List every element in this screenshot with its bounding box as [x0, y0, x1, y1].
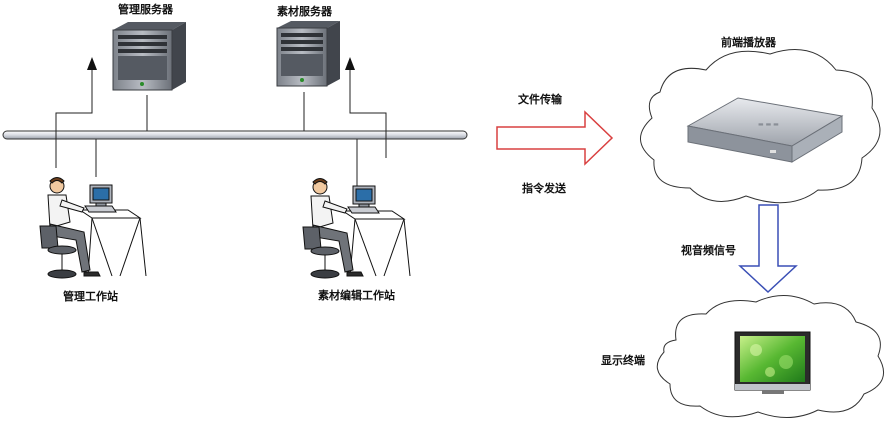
transfer-arrow-icon	[496, 110, 614, 166]
up-arrow-icon	[87, 57, 97, 70]
front-player-label: 前端播放器	[721, 36, 776, 49]
signal-arrow-icon	[738, 204, 798, 294]
svg-text:▬ ▬ ▬: ▬ ▬ ▬	[758, 121, 779, 128]
command-send-label: 指令发送	[522, 182, 566, 195]
up-arrow-icon	[345, 57, 355, 70]
file-transfer-label: 文件传输	[518, 93, 562, 106]
edit-workstation-label: 素材编辑工作站	[318, 289, 395, 302]
edit-workstation-icon	[302, 178, 411, 279]
mgmt-workstation-icon	[39, 177, 147, 279]
network-bus	[2, 130, 468, 140]
mgmt-server-label: 管理服务器	[118, 3, 173, 16]
mgmt-server-icon	[112, 22, 186, 91]
flat-screen-tv-icon	[734, 331, 811, 394]
set-top-box-icon: ▬ ▬ ▬	[686, 97, 844, 163]
connection-lines	[55, 62, 387, 190]
mgmt-workstation-label: 管理工作站	[63, 290, 118, 303]
material-server-icon	[276, 21, 340, 87]
av-signal-label: 视音频信号	[681, 244, 736, 257]
material-server-label: 素材服务器	[277, 5, 332, 18]
display-terminal-label: 显示终端	[601, 354, 645, 367]
